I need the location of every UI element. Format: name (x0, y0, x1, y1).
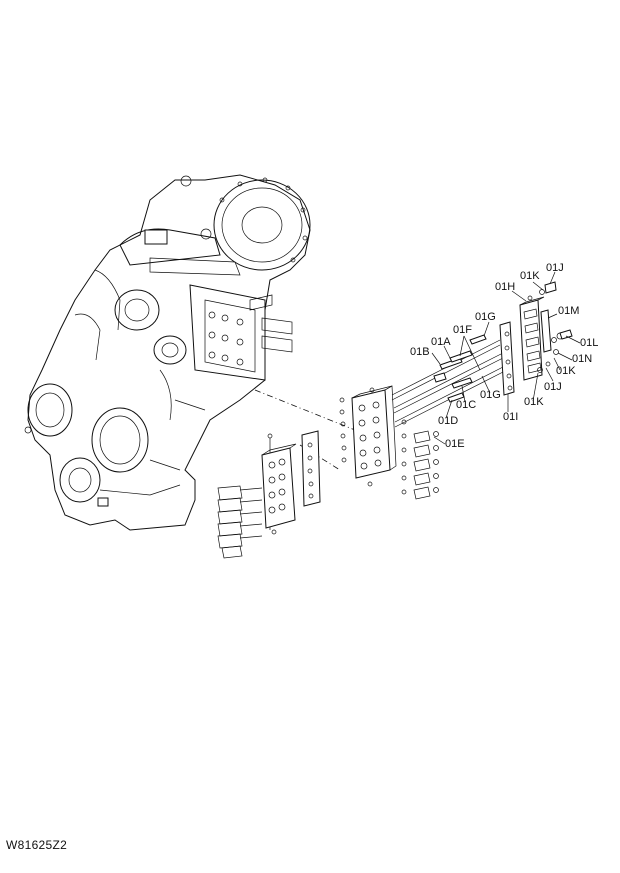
leader-lines (431, 271, 581, 445)
callout-01b: 01B (410, 346, 430, 358)
gasket-plate (301, 430, 321, 507)
callout-01l: 01L (580, 337, 598, 349)
small-parts-right (537, 281, 573, 373)
connecting-tubes (391, 339, 506, 428)
callout-01g: 01G (480, 389, 501, 401)
valve-plate-01i (499, 321, 515, 396)
screws-01a-01d (433, 334, 487, 403)
valve-stack-01h (519, 295, 545, 381)
callout-labels: 01J 01K 01H 01M 01G 01F 01A 01B 01L 01N … (410, 262, 598, 450)
callout-01j: 01J (544, 381, 562, 393)
callout-01i: 01I (503, 411, 518, 423)
callout-01h: 01H (495, 281, 515, 293)
valve-body-block (261, 443, 297, 529)
callout-01n: 01N (572, 353, 592, 365)
explode-axis-lines (254, 389, 356, 471)
drawing-code: W81625Z2 (6, 838, 68, 852)
transmission-housing (24, 174, 311, 531)
callout-01k: 01K (524, 396, 544, 408)
callout-01f: 01F (453, 324, 472, 336)
main-valve-block (339, 385, 397, 487)
callout-01g: 01G (475, 311, 496, 323)
callout-01e: 01E (445, 438, 465, 450)
callout-01k: 01K (520, 270, 540, 282)
callout-01c: 01C (456, 399, 476, 411)
callout-01m: 01M (558, 305, 579, 317)
callout-01a: 01A (431, 336, 451, 348)
callout-01j: 01J (546, 262, 564, 274)
fittings-01e (401, 419, 439, 500)
callout-01d: 01D (438, 415, 458, 427)
callout-01k: 01K (556, 365, 576, 377)
